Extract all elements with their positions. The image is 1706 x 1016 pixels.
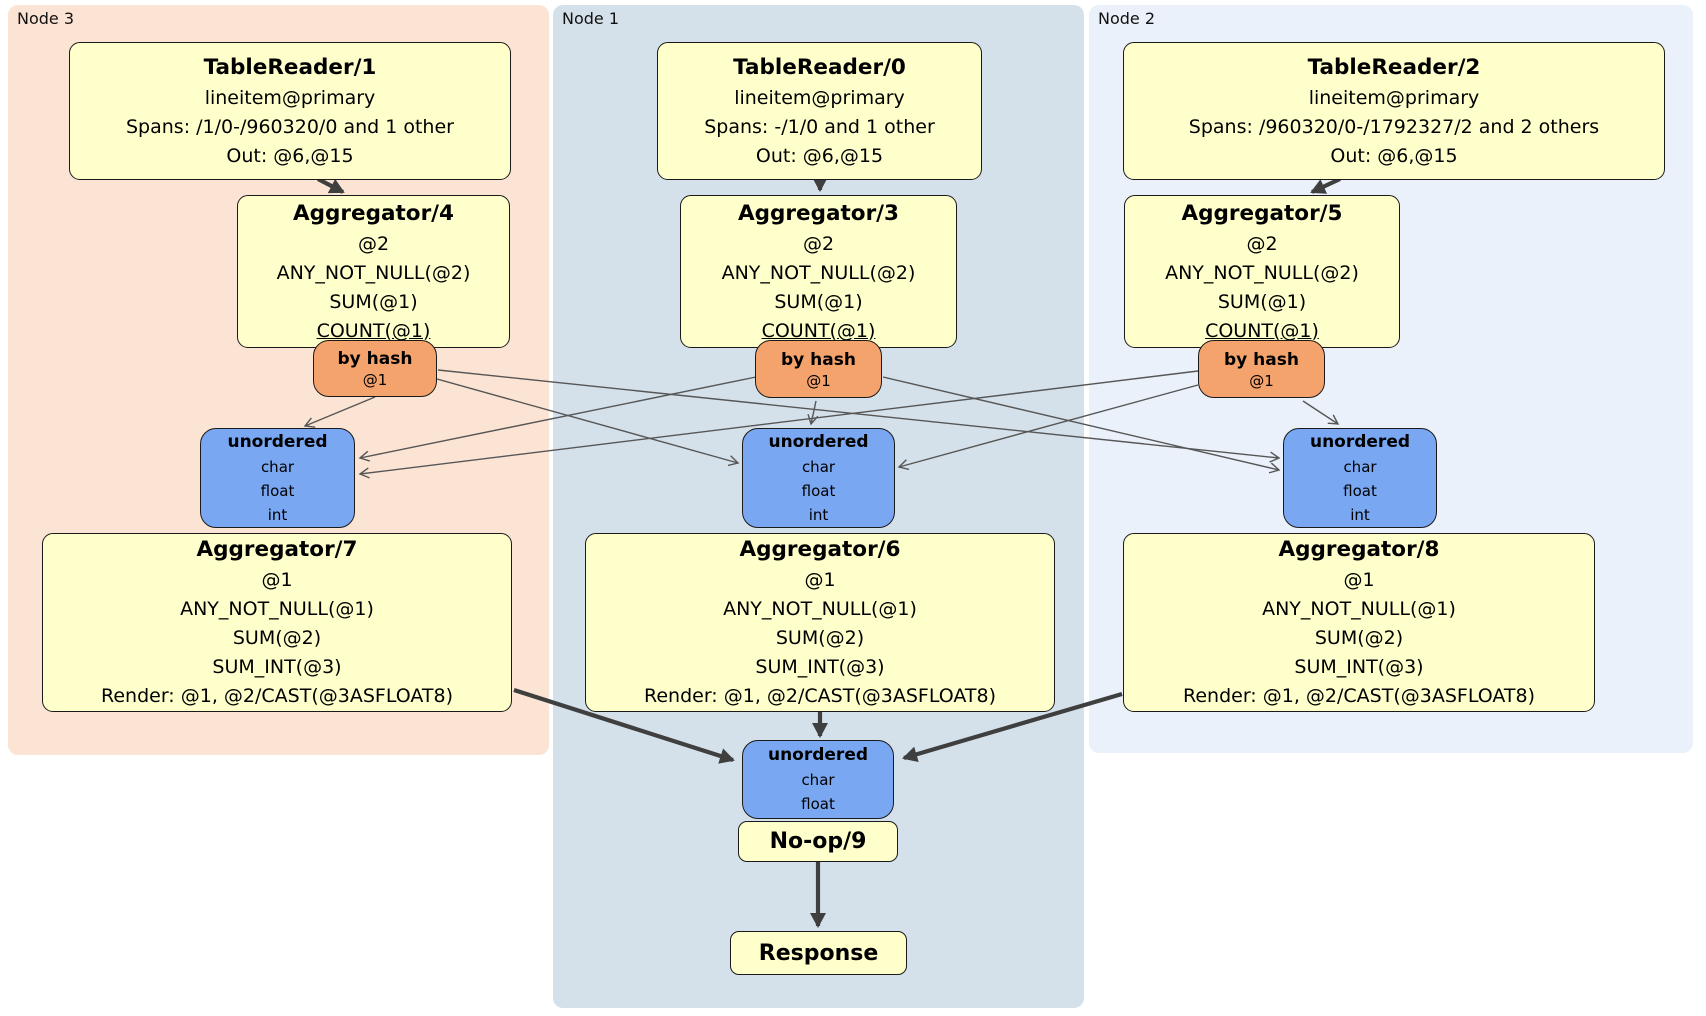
unordered-sync-node3: unordered char float int [200,428,355,528]
response-box: Response [730,931,907,975]
aggregator-5-box: Aggregator/5 @2 ANY_NOT_NULL(@2) SUM(@1)… [1124,195,1400,348]
processor-title: Aggregator/8 [1278,537,1440,562]
unordered-sync-node2: unordered char float int [1283,428,1437,528]
processor-title: Aggregator/7 [196,537,358,562]
aggregator-6-box: Aggregator/6 @1 ANY_NOT_NULL(@1) SUM(@2)… [585,533,1055,712]
unordered-sync-final: unordered char float [742,740,894,819]
node1-region-label: Node 1 [562,9,620,28]
tablereader-2-box: TableReader/2 lineitem@primary Spans: /9… [1123,42,1665,180]
node3-region-label: Node 3 [17,9,75,28]
processor-title: Aggregator/4 [293,200,454,226]
aggregator-8-box: Aggregator/8 @1 ANY_NOT_NULL(@1) SUM(@2)… [1123,533,1595,712]
hash-router-node2: by hash @1 [1198,340,1325,398]
processor-title: TableReader/2 [1307,54,1481,80]
hash-router-node1: by hash @1 [755,340,882,398]
tablereader-0-box: TableReader/0 lineitem@primary Spans: -/… [657,42,982,180]
tablereader-1-box: TableReader/1 lineitem@primary Spans: /1… [69,42,511,180]
hash-router-node3: by hash @1 [313,340,437,397]
processor-title: Aggregator/6 [739,537,901,562]
processor-title: TableReader/0 [733,54,906,80]
aggregator-7-box: Aggregator/7 @1 ANY_NOT_NULL(@1) SUM(@2)… [42,533,512,712]
node2-region-label: Node 2 [1098,9,1156,28]
aggregator-4-box: Aggregator/4 @2 ANY_NOT_NULL(@2) SUM(@1)… [237,195,510,348]
processor-title: Aggregator/3 [738,200,899,226]
unordered-sync-node1: unordered char float int [742,428,895,528]
noop-box: No-op/9 [738,821,898,862]
processor-title: Aggregator/5 [1181,200,1343,226]
aggregator-3-box: Aggregator/3 @2 ANY_NOT_NULL(@2) SUM(@1)… [680,195,957,348]
processor-title: TableReader/1 [203,54,377,80]
